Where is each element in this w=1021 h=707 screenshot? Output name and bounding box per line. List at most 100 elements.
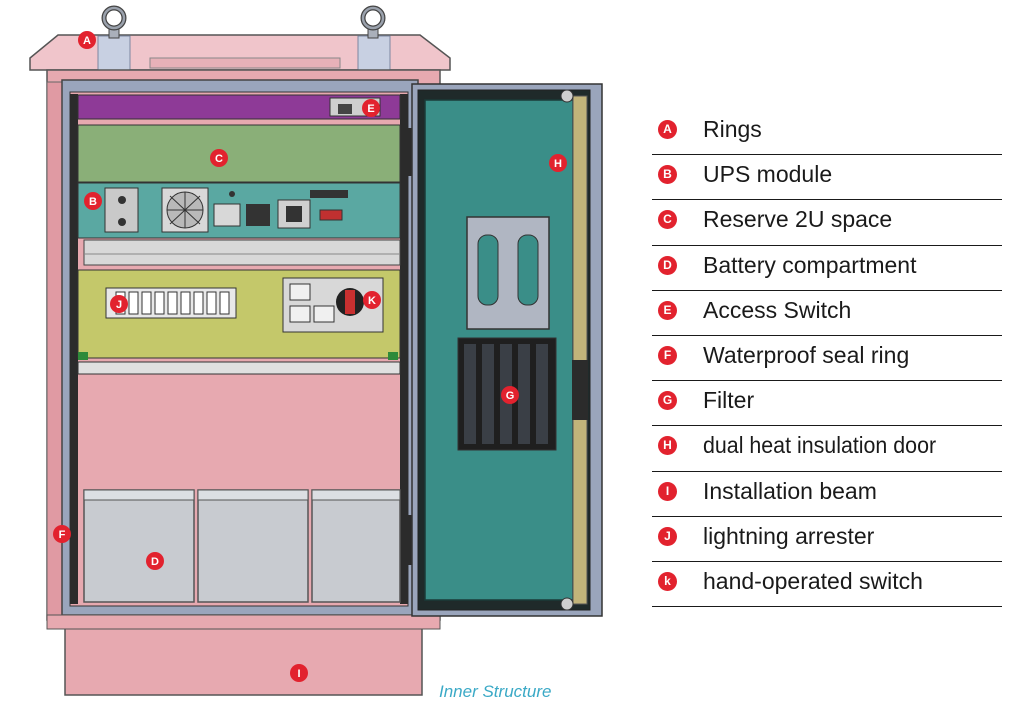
mounting-bar: [83, 239, 401, 266]
legend-row-e: E Access Switch: [652, 291, 1002, 336]
legend-row-g: G Filter: [652, 381, 1002, 427]
legend-row-c: C Reserve 2U space: [652, 200, 1002, 246]
installation-beam: [64, 622, 423, 696]
legend-badge: J: [658, 526, 677, 546]
door-filter: [457, 337, 557, 451]
right-rail: [400, 94, 408, 604]
legend-label: Reserve 2U space: [703, 206, 893, 233]
marker-i: I: [290, 664, 308, 682]
access-switch-knob: [338, 104, 352, 114]
marker-circle: [363, 291, 381, 309]
legend-badge: E: [658, 300, 677, 320]
ups-display: [310, 190, 348, 198]
marker-g: G: [501, 386, 519, 404]
legend-label: Waterproof seal ring: [703, 341, 910, 368]
arrester-terminal-right: [388, 352, 398, 360]
marker-circle: [110, 295, 128, 313]
caption: Inner Structure: [439, 682, 552, 701]
ups-socket-1: [213, 203, 241, 227]
legend-badge: B: [658, 165, 677, 185]
legend-row-k: k hand-operated switch: [652, 562, 1002, 608]
marker-letter: F: [59, 529, 66, 541]
legend-label: UPS module: [703, 161, 833, 188]
roof-vent: [149, 57, 341, 69]
marker-letter: H: [554, 158, 562, 170]
marker-circle: [210, 149, 228, 167]
legend-badge: D: [658, 255, 677, 275]
battery-group: [83, 489, 401, 603]
reserve-space-panel: [77, 124, 401, 183]
legend-badge: G: [658, 391, 677, 411]
marker-circle: [53, 525, 71, 543]
marker-letter: J: [116, 299, 122, 311]
legend-label: Battery compartment: [703, 251, 917, 278]
legend-badge: k: [658, 571, 677, 591]
lifting-ring-left: [101, 5, 127, 39]
legend-row-a: A Rings: [652, 110, 1002, 156]
legend-badge: I: [658, 481, 677, 501]
lifting-ring-right: [360, 5, 386, 39]
marker-letter: B: [89, 196, 97, 208]
legend-label: Rings: [703, 116, 762, 142]
ups-socket-2: [246, 204, 270, 226]
legend-row-b: B UPS module: [652, 155, 1002, 201]
roof-bracket-right: [357, 35, 391, 71]
door-bottom-bolt: [560, 597, 574, 611]
marker-letter: D: [151, 556, 159, 568]
legend-label: dual heat insulation door: [703, 432, 937, 459]
marker-letter: E: [367, 103, 374, 115]
marker-letter: I: [297, 668, 300, 680]
ups-power-inlet-core: [286, 206, 302, 222]
marker-b: B: [84, 192, 102, 210]
marker-circle: [146, 552, 164, 570]
marker-letter: A: [83, 35, 91, 47]
ups-breaker-knob-top: [118, 196, 126, 204]
marker-h: H: [549, 154, 567, 172]
marker-letter: G: [506, 390, 515, 402]
marker-letter: C: [215, 153, 223, 165]
marker-e: E: [362, 99, 380, 117]
roof-bracket-left: [97, 35, 131, 71]
legend-label: Access Switch: [703, 296, 852, 323]
ups-switch: [319, 209, 343, 221]
left-rail: [70, 94, 78, 604]
legend-label: Filter: [703, 387, 755, 414]
legend-badge: C: [658, 210, 677, 230]
legend-row-d: D Battery compartment: [652, 246, 1002, 291]
ups-fan: [161, 187, 209, 233]
marker-circle: [362, 99, 380, 117]
marker-circle: [84, 192, 102, 210]
marker-circle: [501, 386, 519, 404]
marker-circle: [290, 664, 308, 682]
legend-label: Installation beam: [703, 477, 877, 504]
marker-circle: [78, 31, 96, 49]
door-top-bolt: [560, 89, 574, 103]
legend-badge: H: [658, 436, 677, 456]
door-lock: [572, 360, 588, 420]
marker-d: D: [146, 552, 164, 570]
legend-badge: A: [658, 120, 677, 139]
arrester-bottom-strip: [77, 361, 401, 375]
cabinet-bottom-strip: [46, 614, 441, 630]
marker-k: K: [363, 291, 381, 309]
door-seal-strip: [572, 95, 588, 605]
legend-label: lightning arrester: [703, 522, 875, 549]
marker-f: F: [53, 525, 71, 543]
ups-indicator: [229, 191, 235, 197]
legend-label: hand-operated switch: [703, 567, 923, 594]
marker-letter: K: [368, 295, 376, 307]
ups-breaker-knob-bottom: [118, 218, 126, 226]
arrester-terminal-left: [78, 352, 88, 360]
marker-circle: [549, 154, 567, 172]
marker-j: J: [110, 295, 128, 313]
legend-badge: F: [658, 345, 677, 365]
marker-a: A: [78, 31, 96, 49]
cabinet-roof: [29, 34, 451, 71]
door-mounting-plate: [466, 216, 550, 330]
legend-row-f: F Waterproof seal ring: [652, 336, 1002, 382]
legend-row-i: I Installation beam: [652, 472, 1002, 517]
